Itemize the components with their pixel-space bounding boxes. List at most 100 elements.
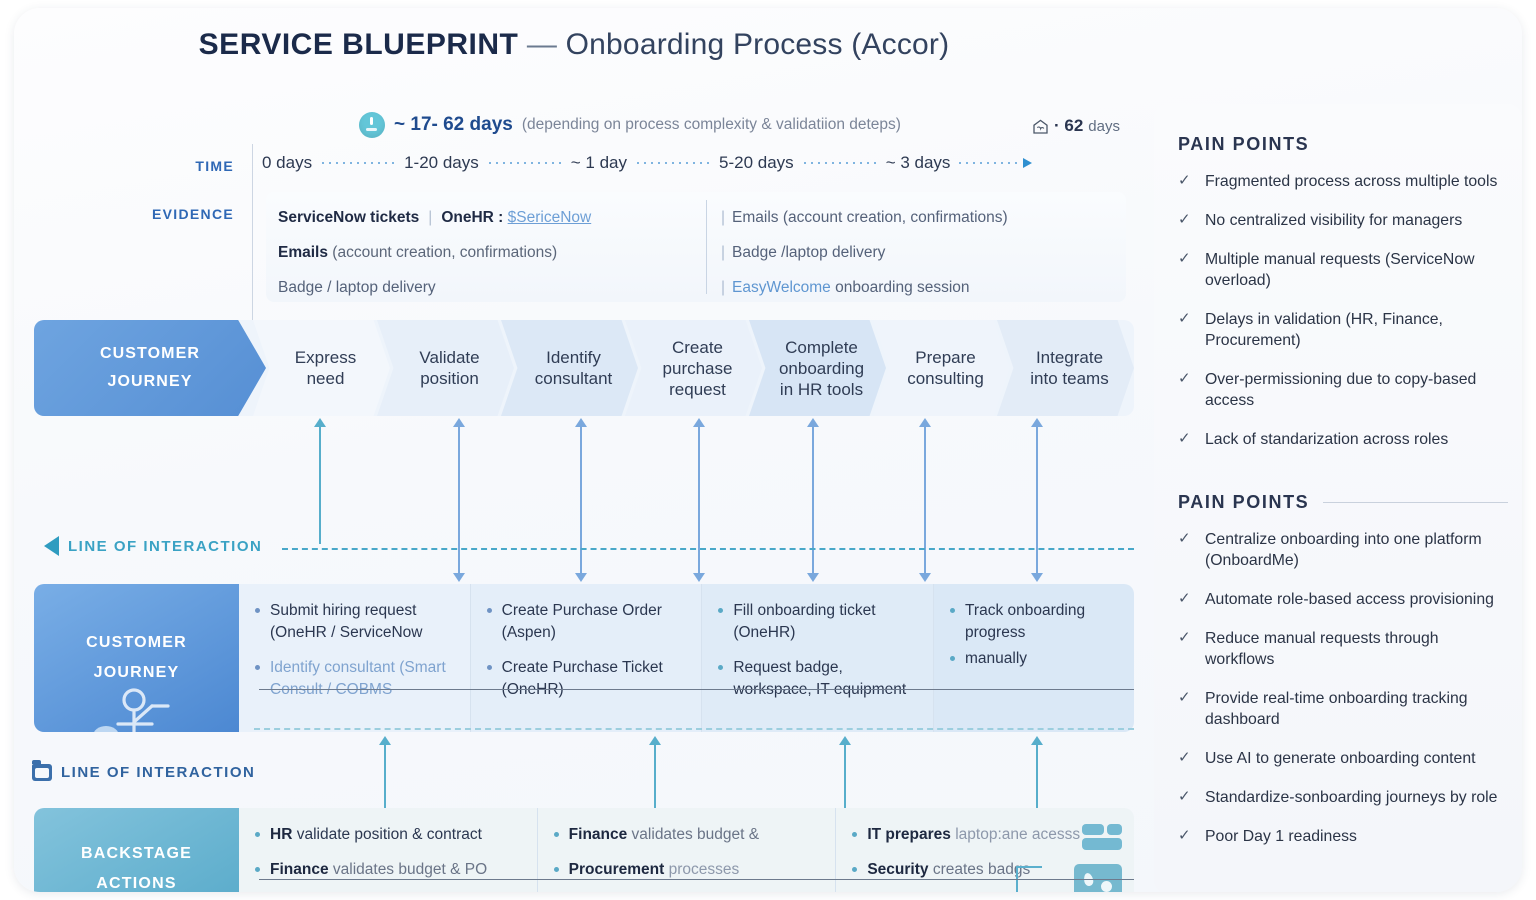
folder-icon <box>32 760 52 781</box>
title-rest: Onboarding Process (Accor) <box>565 28 950 61</box>
list-item: ✓ Centralize onboarding into one platform… <box>1178 529 1508 571</box>
list-item: Finance validates budget & PO <box>255 859 523 881</box>
time-tick: ~ 1 day <box>570 153 628 172</box>
evidence-link[interactable]: $SericeNow <box>507 209 592 226</box>
line-of-interaction-2: LINE OF INTERACTION <box>32 760 256 781</box>
badge-unit: days <box>1088 117 1120 135</box>
check-icon: ✓ <box>1178 530 1191 547</box>
evidence-row-label: EVIDENCE <box>152 206 234 222</box>
journey-detail-cell: Submit hiring request (OneHR / ServiceNo… <box>239 584 470 732</box>
list-item: HR validate position & contract <box>255 824 523 846</box>
line-of-interaction-label: LINE OF INTERACTION <box>68 537 263 555</box>
column-divider <box>252 144 253 394</box>
check-icon: ✓ <box>1178 211 1191 228</box>
list-item-strong: Finance <box>270 861 329 878</box>
evidence-link[interactable]: EasyWelcome <box>732 279 831 296</box>
list-item-label: No centralized visibility for managers <box>1205 212 1463 229</box>
evidence-item: Emails (account creation, confirmations) <box>278 235 591 270</box>
evidence-box: ServiceNow tickets | OneHR : $SericeNow Em… <box>266 192 1126 302</box>
duration-note: (depending on process complexity & valid… <box>521 116 901 133</box>
person-desk-icon <box>94 688 170 732</box>
list-item: Security creates badgs <box>852 859 1120 881</box>
list-item-label: Centralize onboarding into one platform … <box>1205 531 1482 569</box>
evidence-subtext: (account creation, confirmations) <box>327 244 558 261</box>
band-head-line1: BACKSTAGE <box>81 845 192 862</box>
duration-estimate: ~ 17- 62 days <box>394 114 513 135</box>
list-item: ✓Fragmented process across multiple tool… <box>1178 171 1508 192</box>
section-title: PAIN POINTS <box>1178 492 1508 513</box>
evidence-item: ServiceNow tickets | OneHR : $SericeNow <box>278 200 591 235</box>
line-of-interaction-label: LINE OF INTERACTION <box>61 764 256 781</box>
check-icon: ✓ <box>1178 172 1191 189</box>
evidence-item: |EasyWelcome onboarding session <box>721 279 970 296</box>
list-item: ✓Delays in validation (HR, Finance, Proc… <box>1178 309 1508 351</box>
chevron-head-line2: JOURNEY <box>107 373 193 390</box>
time-tick: 5-20 days <box>719 153 794 172</box>
evidence-item: |Badge /laptop delivery <box>721 244 886 261</box>
list-item: ✓Provide real-time onboarding tracking d… <box>1178 688 1508 730</box>
interaction-arrow <box>451 418 467 582</box>
pain-points-block-2: PAIN POINTS ✓ Centralize onboarding into … <box>1178 492 1508 865</box>
pain-points-block-1: PAIN POINTS ✓Fragmented process across m… <box>1178 134 1508 468</box>
title-strong: SERVICE BLUEPRINT <box>198 28 519 61</box>
photo-icon <box>1074 864 1123 892</box>
evidence-separator: | <box>428 209 433 226</box>
list-item: Create Purchase Ticket (OneHR) <box>486 657 688 701</box>
interaction-arrow <box>691 418 707 582</box>
list-item-rest: processes <box>664 861 740 878</box>
section-title-text: PAIN POINTS <box>1178 492 1310 512</box>
time-tick: 1-20 days <box>404 153 479 172</box>
evidence-text: OneHR : <box>441 209 504 226</box>
list-item: ✓Poor Day 1 readiness <box>1178 826 1508 847</box>
check-icon: ✓ <box>1178 788 1191 805</box>
list-item-label: Standardize-sonboarding journeys by role <box>1205 789 1498 806</box>
pain-points-sidebar: PAIN POINTS ✓Fragmented process across m… <box>1154 104 1522 892</box>
interaction-dashed-line-2 <box>254 728 1134 730</box>
list-item: ✓ No centralized visibility for managers <box>1178 210 1508 231</box>
list-item: Create Purchase Order (Aspen) <box>486 600 688 644</box>
list-item-label: Poor Day 1 readiness <box>1205 828 1357 845</box>
list-item: Track onboarding progress <box>950 600 1120 644</box>
backstage-cell: HR validate position & contract Finance … <box>239 808 537 892</box>
list-item: Submit hiring request (OneHR / ServiceNo… <box>255 600 456 644</box>
page-title: SERVICE BLUEPRINT — Onboarding Process (… <box>14 28 1134 62</box>
check-icon: ✓ <box>1178 590 1191 607</box>
axis-dots <box>487 162 562 164</box>
interaction-arrow <box>917 418 933 582</box>
backstage-actions-band: BACKSTAGE ACTIONS HR validate position &… <box>34 808 1134 892</box>
clock-icon <box>359 112 385 138</box>
interaction-arrow <box>805 418 821 582</box>
evidence-text: ServiceNow tickets <box>278 209 420 226</box>
list-item-label: Delays in validation (HR, Finance, Procu… <box>1205 311 1443 349</box>
evidence-text: Emails (account creation, confirmations) <box>732 209 1008 226</box>
list-item-strong: Finance <box>568 826 628 843</box>
interaction-dashed-line <box>282 548 1134 550</box>
list-item: IT prepares laptop:ane acesss <box>852 824 1120 846</box>
list-item-label: Reduce manual requests through workflows <box>1205 630 1439 668</box>
evidence-item: |Emails (account creation, confirmations… <box>721 209 1008 226</box>
line-of-interaction-1: LINE OF INTERACTION <box>44 536 262 556</box>
time-axis: 0 days 1-20 days ~ 1 day 5-20 days ~ 3 d… <box>262 146 1127 180</box>
check-icon: ✓ <box>1178 250 1191 267</box>
evidence-text: onboarding session <box>830 279 970 296</box>
evidence-text: Badge /laptop delivery <box>732 244 886 261</box>
band-head-customer-journey: CUSTOMER JOURNEY <box>34 584 239 732</box>
blueprint-canvas: SERVICE BLUEPRINT — Onboarding Process (… <box>14 8 1522 892</box>
list-item-label: Lack of standarization across roles <box>1205 431 1449 448</box>
backstage-cell: IT prepares laptop:ane acesss Security c… <box>835 808 1134 892</box>
customer-journey-detail-band: CUSTOMER JOURNEY Submit hiring request (… <box>34 584 1134 732</box>
list-item: Finance validates budget & <box>553 824 822 846</box>
